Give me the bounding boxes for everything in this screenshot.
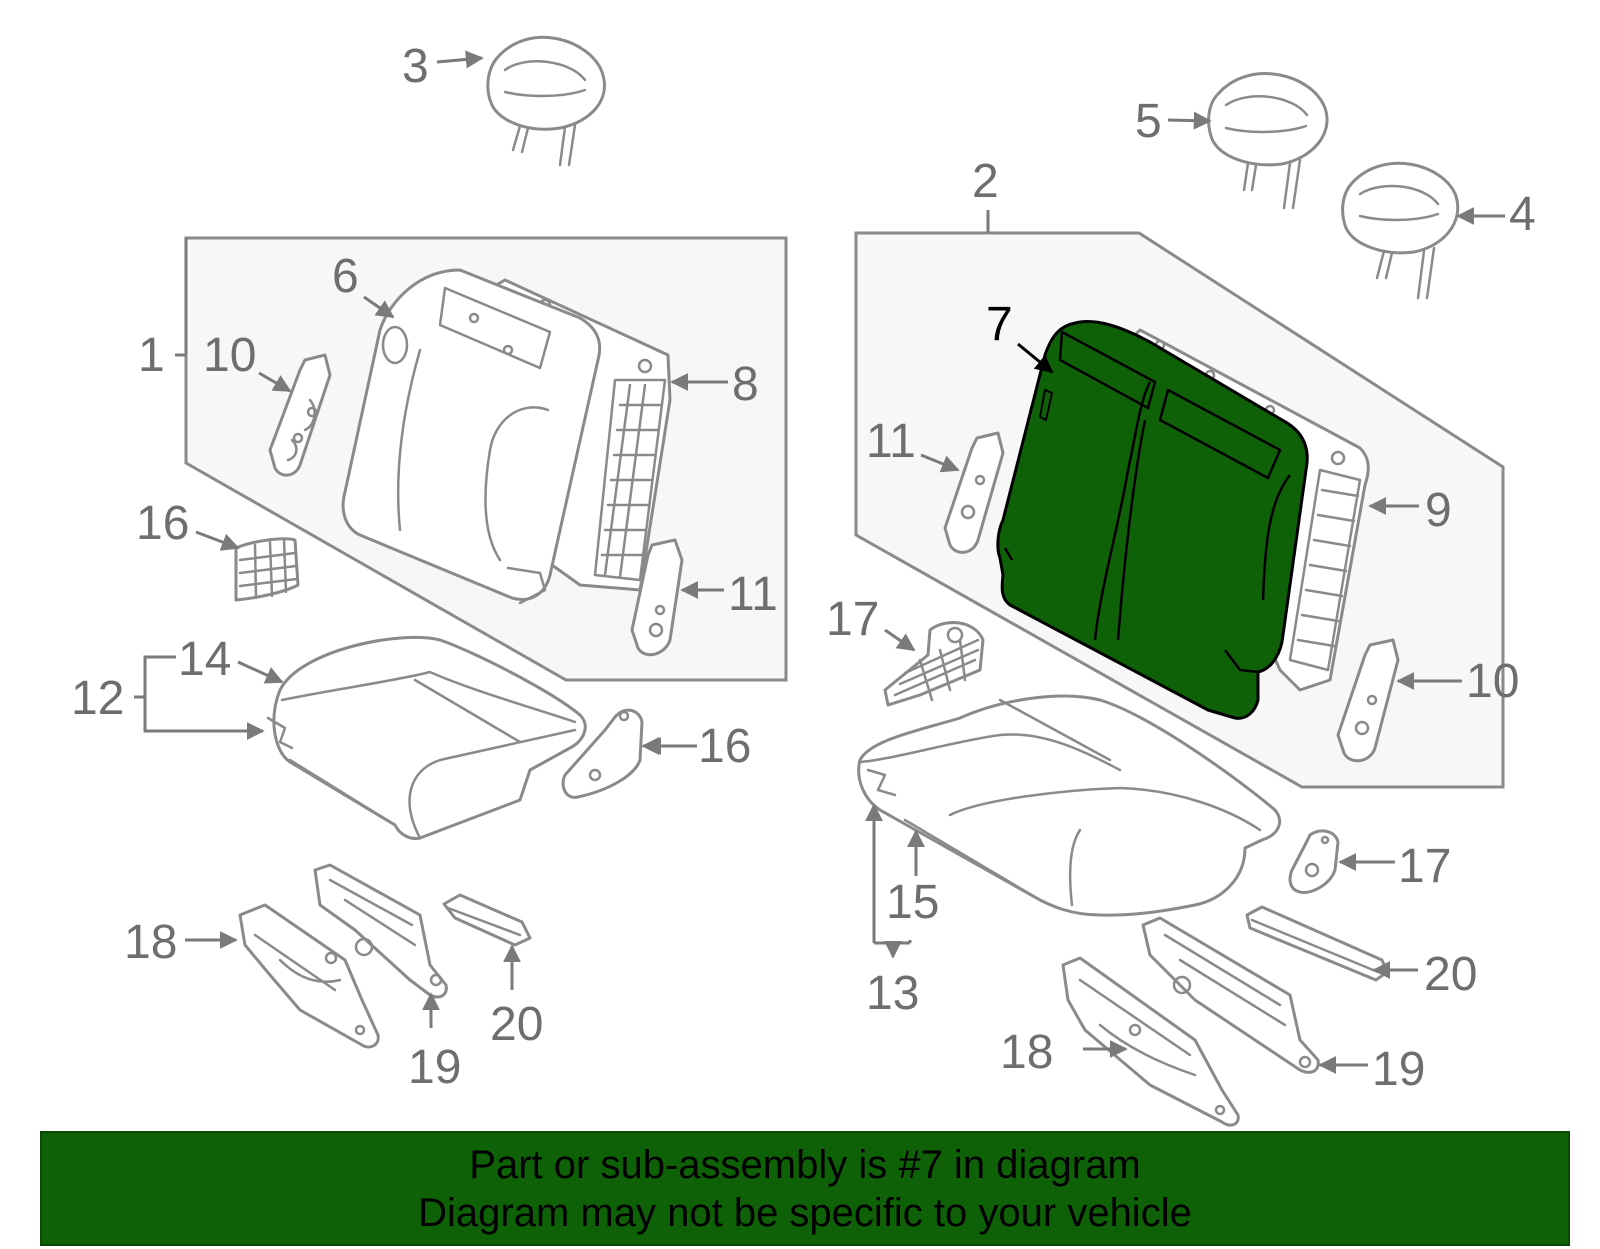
right-headrest-lower[interactable] bbox=[1341, 161, 1460, 300]
info-banner: Part or sub-assembly is #7 in diagram Di… bbox=[40, 1131, 1570, 1246]
callout-19-right: 19 bbox=[1372, 1043, 1425, 1096]
left-seat-side-cover-lower[interactable] bbox=[561, 708, 644, 799]
callout-13: 13 bbox=[866, 967, 919, 1020]
right-seat-cushion[interactable] bbox=[857, 694, 1281, 917]
leader-lines bbox=[134, 50, 1505, 1074]
right-seat-trim-cover[interactable] bbox=[1245, 905, 1389, 982]
right-seat-side-cover-lower[interactable] bbox=[1288, 829, 1340, 895]
left-seat-cushion[interactable] bbox=[266, 636, 587, 840]
left-hinge-cover-lower[interactable] bbox=[630, 538, 684, 657]
callout-18-left: 18 bbox=[124, 916, 177, 969]
callout-16-right: 16 bbox=[698, 720, 751, 773]
callout-10-right: 10 bbox=[1466, 655, 1519, 708]
callout-19-left: 19 bbox=[408, 1041, 461, 1094]
callout-14: 14 bbox=[178, 633, 231, 686]
left-seat-frame-bracket[interactable] bbox=[238, 903, 380, 1049]
left-hinge-cover-upper[interactable] bbox=[268, 353, 332, 477]
callout-20-left: 20 bbox=[490, 998, 543, 1051]
callout-8: 8 bbox=[732, 358, 759, 411]
left-seat-track-bracket[interactable] bbox=[313, 863, 448, 999]
callout-5: 5 bbox=[1135, 95, 1162, 148]
callout-2: 2 bbox=[972, 155, 999, 208]
right-headrest-upper[interactable] bbox=[1207, 72, 1329, 210]
callout-1: 1 bbox=[138, 329, 165, 382]
right-seat-frame-bracket[interactable] bbox=[1061, 956, 1240, 1127]
callout-4: 4 bbox=[1509, 188, 1536, 241]
callout-17-top: 17 bbox=[826, 593, 879, 646]
callout-9: 9 bbox=[1425, 484, 1452, 537]
callout-16-left: 16 bbox=[136, 497, 189, 550]
right-seat-track-bracket[interactable] bbox=[1141, 916, 1320, 1074]
callout-11-left-bottom: 11 bbox=[728, 568, 778, 621]
callout-10-left: 10 bbox=[203, 329, 256, 382]
callout-3: 3 bbox=[402, 40, 429, 93]
right-hinge-cover-upper[interactable] bbox=[943, 431, 1005, 554]
right-seat-side-cover-upper[interactable] bbox=[883, 621, 985, 707]
callout-17-bottom: 17 bbox=[1398, 840, 1451, 893]
callout-15: 15 bbox=[886, 876, 939, 929]
left-headrest[interactable] bbox=[486, 35, 606, 167]
banner-line-part: Part or sub-assembly is #7 in diagram bbox=[469, 1142, 1141, 1187]
callout-7: 7 bbox=[986, 298, 1013, 351]
callout-20-right: 20 bbox=[1424, 948, 1477, 1001]
left-seat-trim-cover[interactable] bbox=[442, 893, 532, 947]
callout-18-right: 18 bbox=[1000, 1026, 1053, 1079]
right-seat-back-pad-highlighted[interactable] bbox=[996, 320, 1309, 720]
right-hinge-cover-lower[interactable] bbox=[1336, 638, 1400, 763]
left-seat-side-cover-upper[interactable] bbox=[234, 537, 300, 602]
left-seat-back-pad[interactable] bbox=[341, 268, 602, 605]
callout-12: 12 bbox=[71, 672, 124, 725]
callout-11-right-top: 11 bbox=[866, 415, 916, 468]
banner-line-disclaimer: Diagram may not be specific to your vehi… bbox=[418, 1190, 1192, 1235]
callout-6: 6 bbox=[332, 250, 359, 303]
